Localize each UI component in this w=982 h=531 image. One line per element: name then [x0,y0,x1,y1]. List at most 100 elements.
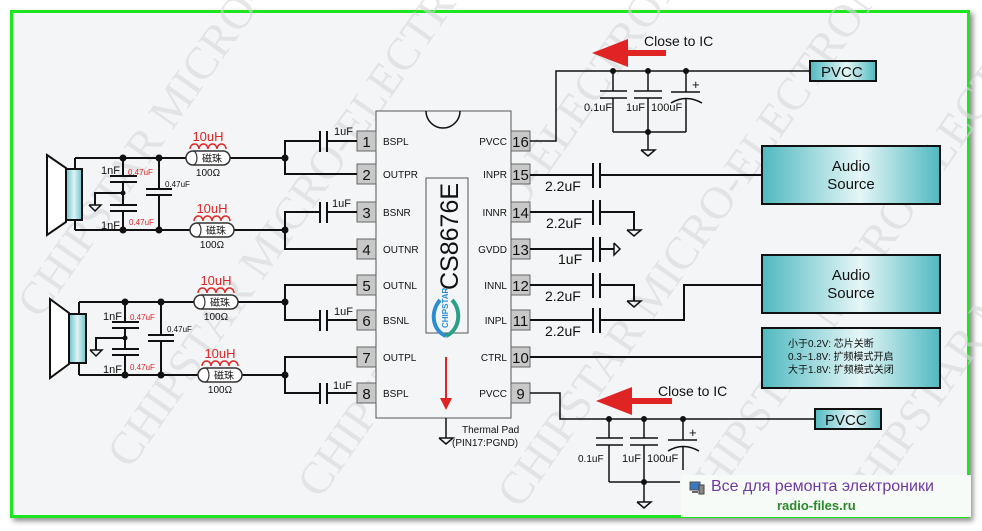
pin-label: BSPL [383,389,409,400]
cap-0.1uF-top: 0.1uF [584,102,612,114]
ic-label-box [425,177,469,334]
pin-label: OUTNL [383,281,417,292]
thermal-ground [438,418,456,445]
pin-label: CTRL [481,353,508,364]
speaker-upper [46,153,83,237]
svg-text:2.2uF: 2.2uF [545,178,581,194]
cap-1uF-top: 1uF [626,102,645,114]
close-to-ic-bottom: Close to IC [658,383,727,399]
inductor-value: 10uH [196,201,227,216]
pin-number: 11 [513,313,529,330]
bead-resistance: 100Ω [204,312,229,323]
pin-label: INPL [485,316,508,327]
pin-label: INNL [484,281,507,292]
audio-source-left-line2: Source [827,285,875,302]
pvcc-bottom-label: PVCC [825,412,867,429]
svg-text:1uF: 1uF [334,126,353,138]
pin-label: INPR [483,170,507,181]
svg-text:2.2uF: 2.2uF [545,288,581,304]
cap-100uF-top: 100uF [651,102,682,114]
inductor-coil-icon [189,143,227,150]
svg-text:2.2uF: 2.2uF [546,215,582,231]
ic-notch [425,110,461,129]
ctrl-note-2: 0.3~1.8V: 扩频模式开启 [788,350,894,363]
pin-5: 5 OUTNL [356,274,417,296]
pin-11: 11 INPL [485,309,531,331]
inductor-coil-icon [197,287,235,294]
footer-title: Все для ремонта электроники [711,478,934,495]
svg-text:1nF: 1nF [101,165,120,177]
ferrite-bead-2: 磁珠 100Ω 10uH [189,201,235,251]
input-cap-labels: 2.2uF 2.2uF 1uF 2.2uF 2.2uF [545,178,582,339]
bead-label: 磁珠 [206,224,226,237]
audio-source-left [761,254,941,314]
pin-label: OUTPR [383,170,418,181]
bead-label: 磁珠 [210,296,230,309]
pin-number: 5 [362,278,370,295]
svg-text:0.47uF: 0.47uF [130,313,155,322]
close-to-ic-arrow-bottom [596,387,672,415]
pin-label: INNR [483,208,507,219]
ctrl-note-3: 大于1.8V: 扩频模式关闭 [788,363,894,376]
pvcc-bottom-box [814,408,882,430]
plus-bottom: + [689,425,697,440]
plus-top: + [692,77,700,92]
ctrl-note-box [761,327,941,389]
pin-number: 2 [362,167,370,184]
svg-text:1nF: 1nF [103,364,122,376]
audio-source-right-line1: Audio [832,158,870,175]
inductor-coil-icon [201,360,239,367]
input-network [530,163,762,358]
pin-label: BSNR [383,208,411,219]
svg-text:CHIPSTAR: CHIPSTAR [441,287,450,328]
bead-resistance: 100Ω [208,385,233,396]
inductor-value: 10uH [204,346,235,361]
right-pins: 16PVCC15INPR14INNR13GVDD12INNL11INPL10CT… [478,130,531,404]
pvcc-top-label: PVCC [821,64,863,81]
pin-label: GVDD [478,245,507,256]
chipstar-logo: CHIPSTAR [431,287,461,338]
svg-text:1nF: 1nF [103,311,122,323]
svg-text:1nF: 1nF [101,220,120,232]
bead-resistance: 100Ω [200,240,225,251]
pin-number: 8 [362,386,370,403]
cap-0.1uF-bottom: 0.1uF [578,454,604,465]
audio-source-right-line2: Source [827,176,875,193]
svg-text:0.47uF: 0.47uF [167,325,192,334]
speaker-lower [49,297,87,380]
pin-14: 14 INNR [483,201,531,223]
pin-number: 9 [516,386,524,403]
pin-8: 8 BSPL [356,382,409,404]
left-wiring [75,131,357,404]
footer-site-link[interactable]: radio-files.ru [777,498,856,513]
pin-number: 4 [362,242,370,259]
pin-number: 6 [362,313,370,330]
thermal-pad-pin: (PIN17:PGND) [452,438,518,449]
bead-label: 磁珠 [202,152,222,165]
pvcc-bottom-network [530,392,815,509]
inductor-coil-icon [193,215,231,222]
cap-1uF-bottom: 1uF [622,453,641,465]
close-to-ic-top: Close to IC [644,33,713,49]
svg-text:0.47uF: 0.47uF [128,168,153,177]
pvcc-top-box [809,60,877,82]
audio-source-left-line1: Audio [832,267,870,284]
ctrl-note-1: 小于0.2V: 芯片关断 [788,337,874,350]
ground-symbols-left [88,204,104,358]
svg-text:1uF: 1uF [558,251,582,267]
pin-number: 14 [512,205,529,222]
audio-source-right [761,145,941,205]
thermal-arrow [440,357,452,410]
svg-text:1uF: 1uF [334,306,353,318]
cap-100uF-bottom: 100uF [647,453,678,465]
close-to-ic-arrow-top [592,39,666,67]
